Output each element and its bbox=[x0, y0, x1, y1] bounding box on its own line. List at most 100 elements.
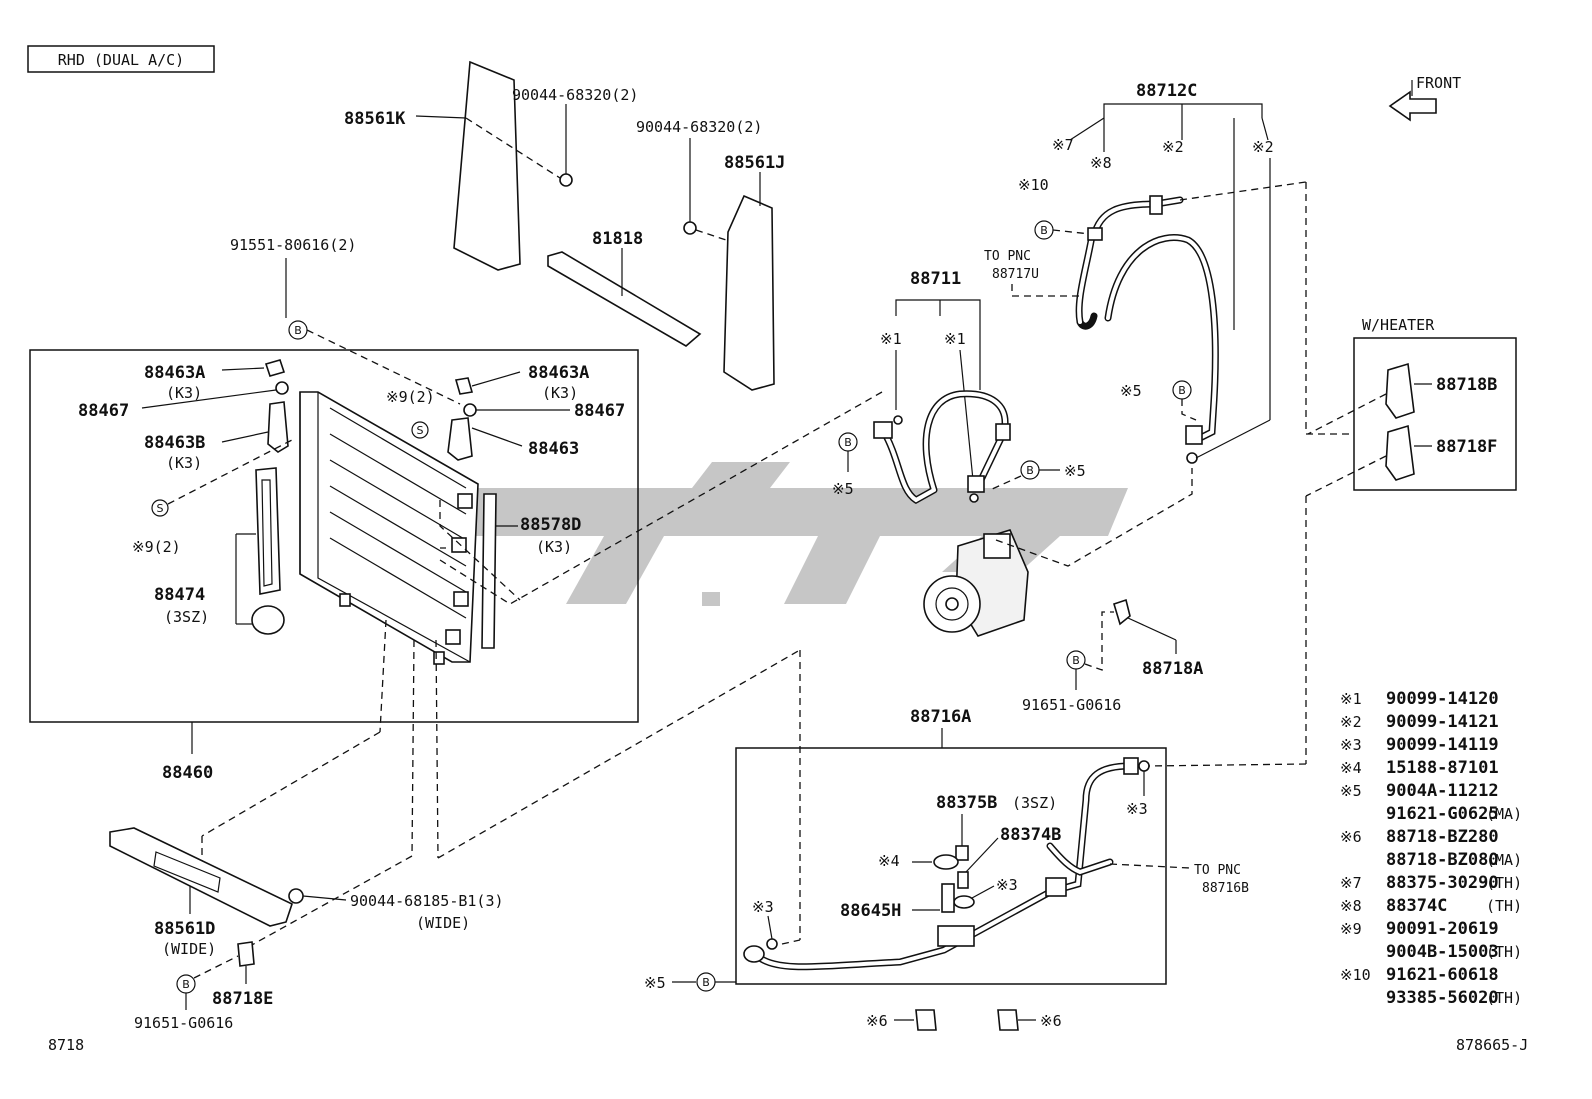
leader-88374B bbox=[965, 837, 999, 873]
label-clip-91551: 91551-80616(2) bbox=[230, 236, 356, 254]
variant-tag-frame bbox=[27, 45, 215, 73]
hose-88712C-suction-low-core bbox=[1077, 234, 1094, 324]
legend-part-no: 90099-14121 bbox=[1386, 712, 1499, 732]
label-m8: ※8 bbox=[1090, 154, 1112, 172]
dash-lower-6 bbox=[435, 639, 439, 859]
marker-b-7-text: B bbox=[1072, 654, 1080, 667]
variant-tag: RHD (DUAL A/C) bbox=[27, 45, 215, 73]
label-88718F: 88718F bbox=[1436, 437, 1497, 457]
condenser-mount-1 bbox=[457, 493, 473, 509]
condenser-mount-4 bbox=[445, 629, 461, 645]
seal-88578D bbox=[481, 493, 497, 649]
leader-m3c bbox=[971, 885, 995, 899]
label-m5c: ※5 bbox=[1064, 462, 1086, 480]
pipe-88716A-core bbox=[758, 764, 1132, 969]
seal-88561D-rib bbox=[153, 851, 221, 893]
label-81818: 81818 bbox=[592, 229, 643, 249]
label-k3-d: (K3) bbox=[536, 538, 572, 556]
strip-81818 bbox=[547, 251, 702, 347]
label-88375B: 88375B bbox=[936, 793, 997, 813]
condenser-assembly: 88561K 90044-68320(2) 90044-68320(2) 885… bbox=[29, 60, 801, 1032]
legend-part-no: 9004B-15003 bbox=[1386, 942, 1499, 962]
label-88460: 88460 bbox=[162, 763, 213, 783]
leader-m7 bbox=[1069, 117, 1105, 141]
condenser-core-edge bbox=[317, 392, 471, 663]
watermark-stroke-2 bbox=[784, 536, 880, 604]
label-m7: ※7 bbox=[1052, 136, 1074, 154]
dash-b-3 bbox=[1052, 229, 1091, 235]
legend-part-no: 15188-87101 bbox=[1386, 758, 1499, 778]
watermark-bar-top bbox=[446, 488, 1128, 536]
legend-suffix: (TH) bbox=[1486, 897, 1522, 915]
marker-s-left bbox=[151, 499, 169, 517]
legend-part-no: 9004A-11212 bbox=[1386, 781, 1499, 801]
dash-lower-2 bbox=[201, 731, 381, 837]
fitting-88711-c bbox=[967, 475, 985, 493]
compressor-clutch-hub bbox=[945, 597, 959, 611]
watermark-stroke-3 bbox=[692, 462, 790, 488]
label-m1a: ※1 bbox=[880, 330, 902, 348]
grommet-88467-left bbox=[275, 381, 289, 395]
oring-m3-left bbox=[766, 938, 778, 950]
footer-drawing-no: 878665-J bbox=[1456, 1036, 1528, 1054]
label-s9-right: ※9(2) bbox=[386, 388, 435, 406]
legend-part-no: 88375-30290 bbox=[1386, 873, 1499, 893]
bolt-3-icon bbox=[288, 888, 304, 904]
label-88561D: 88561D bbox=[154, 919, 215, 939]
footer-page-ref: 8718 bbox=[48, 1036, 84, 1054]
label-clip-3: 91651-G0616 bbox=[1022, 696, 1121, 714]
marker-b-2-text: B bbox=[182, 978, 190, 991]
hose-88711-core bbox=[882, 391, 1008, 503]
dash-heater-88718F bbox=[1305, 455, 1387, 497]
fitting-88716A-start bbox=[743, 945, 765, 963]
leader-88463A-left bbox=[221, 367, 265, 371]
label-m3b: ※3 bbox=[752, 898, 774, 916]
legend-part-no: 90099-14119 bbox=[1386, 735, 1499, 755]
label-88463A-right: 88463A bbox=[528, 363, 589, 383]
bracket-88463 bbox=[447, 417, 473, 461]
legend-mark: ※4 bbox=[1340, 759, 1362, 777]
seal-88561K bbox=[453, 60, 521, 271]
marker-s-left-text: S bbox=[157, 502, 164, 515]
legend-part-no: 88374C bbox=[1386, 896, 1447, 916]
seal-88474-a bbox=[255, 467, 281, 595]
label-bolt-3: 90044-68185-B1(3) bbox=[350, 892, 504, 910]
dash-bolt-2 bbox=[695, 229, 733, 243]
dash-88561K bbox=[465, 117, 561, 179]
label-88712C: 88712C bbox=[1136, 81, 1197, 101]
label-m1b: ※1 bbox=[944, 330, 966, 348]
grommet-88467-right bbox=[463, 403, 477, 417]
label-88463A-left: 88463A bbox=[144, 363, 205, 383]
dash-clip-91551 bbox=[306, 329, 461, 405]
dash-lower-1 bbox=[379, 619, 387, 733]
legend-part-no: 93385-56020 bbox=[1386, 988, 1499, 1008]
bracket-88463A-left bbox=[264, 359, 286, 377]
label-88578D: 88578D bbox=[520, 515, 581, 535]
valve-88375B bbox=[955, 845, 969, 861]
watermark-stroke-1 bbox=[566, 536, 664, 604]
dash-lower-4 bbox=[411, 639, 415, 857]
label-88718E: 88718E bbox=[212, 989, 273, 1009]
hose-88712C-arc-core bbox=[1106, 235, 1218, 442]
legend-mark: ※8 bbox=[1340, 897, 1362, 915]
label-88374B: 88374B bbox=[1000, 825, 1061, 845]
oring-m3-top bbox=[1138, 760, 1150, 772]
condenser-drain bbox=[339, 593, 351, 607]
condenser-fins bbox=[329, 407, 467, 619]
label-m2a: ※2 bbox=[1162, 138, 1184, 156]
legend-part-no: 91621-60618 bbox=[1386, 965, 1499, 985]
seal-88561D bbox=[109, 827, 293, 927]
dash-lower-7 bbox=[437, 649, 801, 859]
dash-heater-liquid bbox=[1147, 763, 1307, 767]
bolt-2-icon bbox=[683, 221, 697, 235]
label-m2b: ※2 bbox=[1252, 138, 1274, 156]
dash-b-6 bbox=[989, 475, 1022, 491]
legend-part-no: 88718-BZ080 bbox=[1386, 850, 1499, 870]
oring-m2 bbox=[1186, 452, 1198, 464]
variant-label: RHD (DUAL A/C) bbox=[58, 51, 184, 69]
condenser-frame bbox=[29, 349, 639, 723]
leader-88561K bbox=[415, 115, 467, 119]
compressor-manifold bbox=[983, 533, 1011, 559]
marker-s-right bbox=[411, 421, 429, 439]
